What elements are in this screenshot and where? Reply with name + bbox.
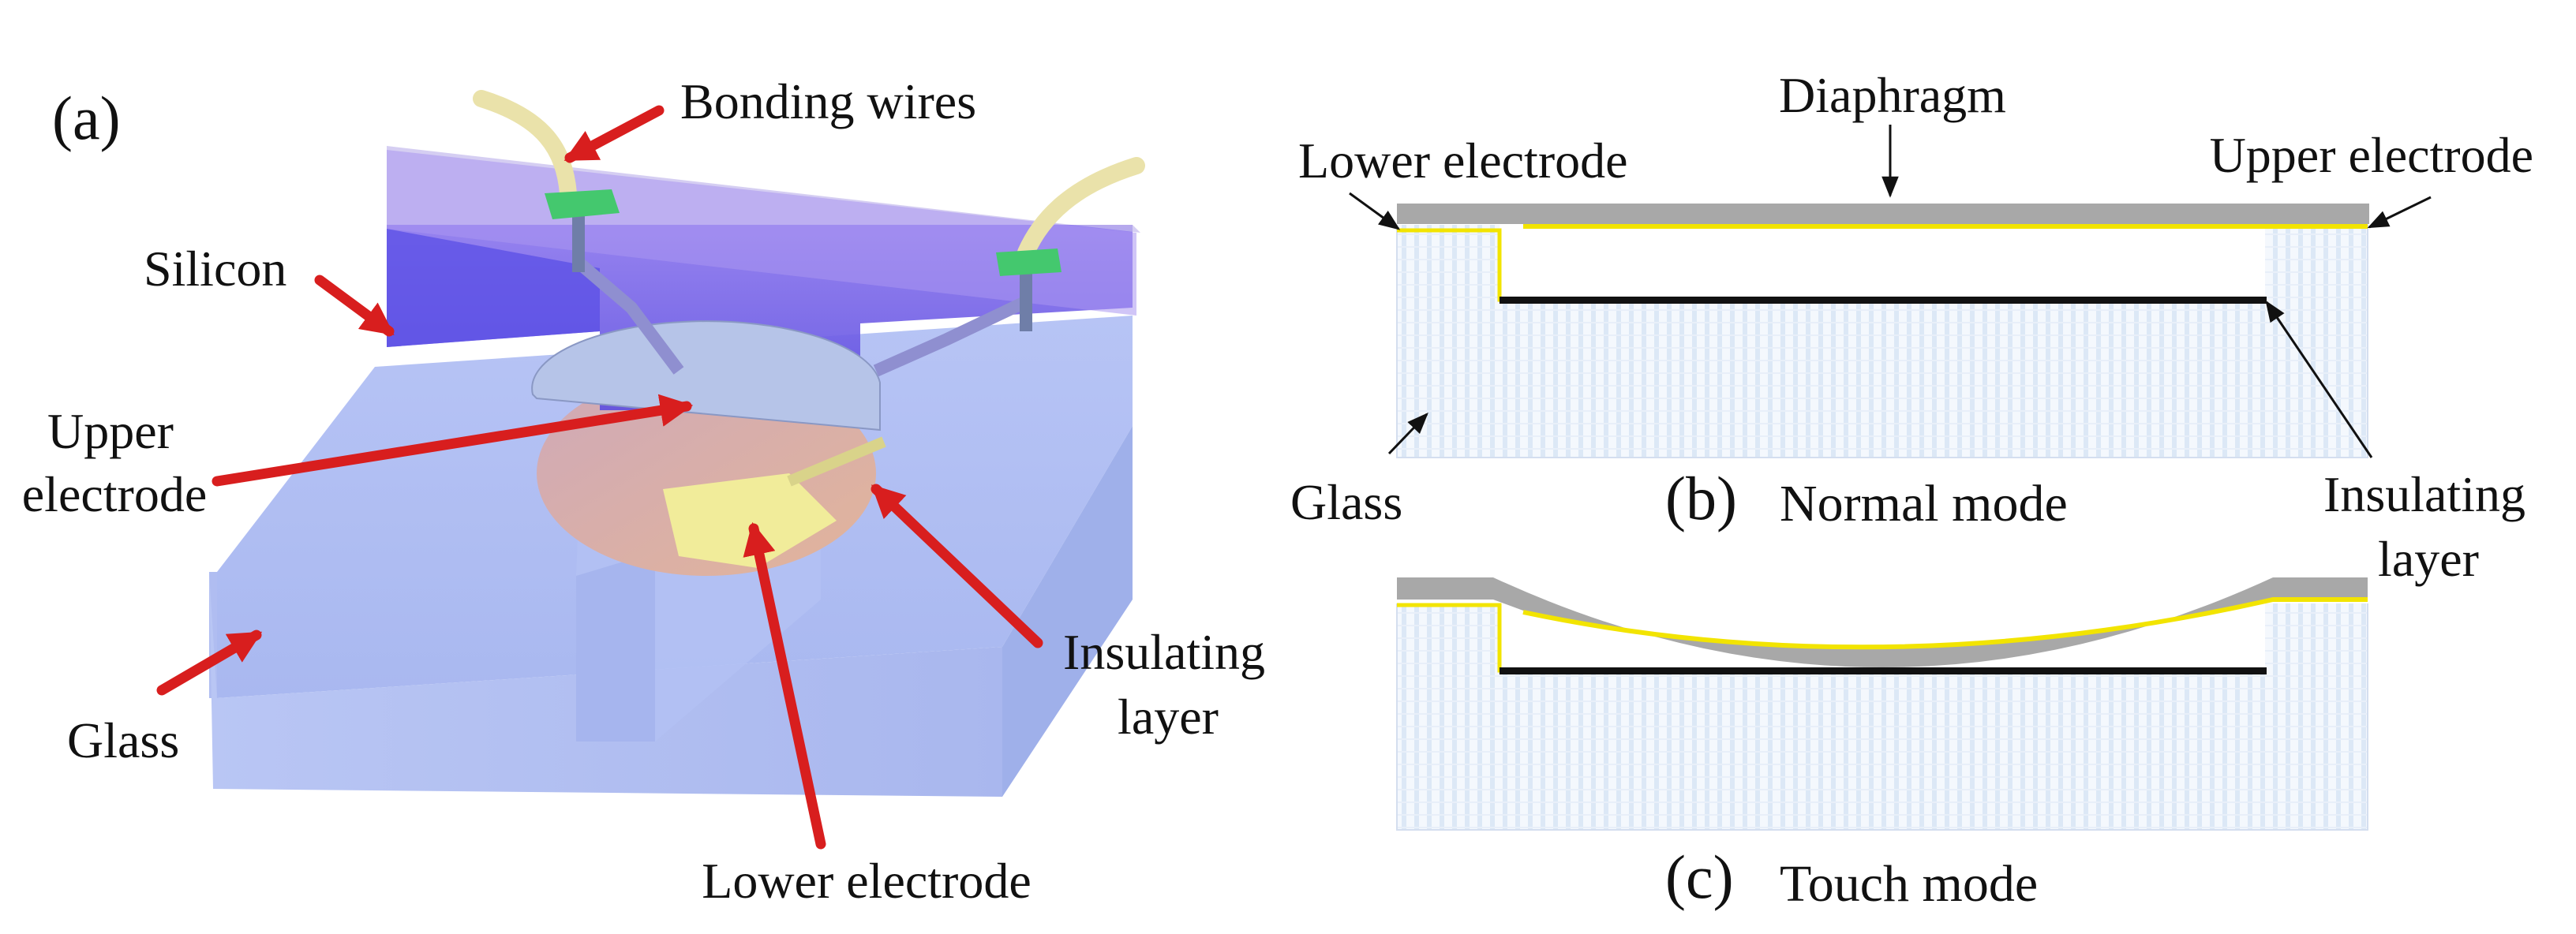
bonding-wire-left [473,90,577,202]
arrow-bonding-wires [564,105,665,163]
panel-a: (a) [22,73,1265,909]
arrow-upper-electrode-b [2367,196,2432,229]
glass-substrate-c-outline [1396,603,2368,831]
panel-a-arrows [156,105,1043,850]
bond-pad-right [996,248,1061,276]
panel-b: Diaphragm Lower electrode Upper electrod… [1290,67,2533,587]
panel-a-tag: (a) [52,84,121,152]
glass-channel-floor [576,552,655,742]
label-upper-electrode-line2: electrode [22,466,208,522]
arrow-glass [156,630,263,696]
label-insulating-b-line2: layer [2378,531,2479,587]
arrow-insulating [871,484,1043,648]
glass-substrate-b [1397,225,2368,458]
label-glass-b: Glass [1290,474,1402,530]
upper-electrode-trace-2 [873,293,1033,377]
label-glass-a: Glass [67,712,179,768]
upper-electrode-c [1522,597,2368,650]
panel-c-tag: (c) [1665,842,1734,911]
panel-b-caption: Normal mode [1780,475,2068,532]
upper-electrode-trace [571,255,684,375]
diaphragm-disc [531,320,881,432]
panel-c-caption: Touch mode [1780,855,2038,913]
label-silicon: Silicon [144,241,286,297]
lower-electrode-trace [787,436,886,487]
silicon-front-face [387,229,600,347]
label-bonding-wires: Bonding wires [680,73,976,129]
diaphragm-b [1397,204,2369,224]
glass-right-face [1002,426,1133,797]
label-upper-electrode-b: Upper electrode [2210,127,2533,183]
panel-c: (c) Touch mode [1396,577,2368,913]
insulating-layer-b [1500,297,2267,304]
label-lower-electrode-a: Lower electrode [702,853,1032,909]
bonding-wires [473,90,1145,331]
diaphragm-c [1397,577,2368,667]
glass-substrate-c [1397,603,2368,830]
arrow-lower-electrode [743,521,826,850]
lower-electrode-pad [663,473,837,568]
label-diaphragm: Diaphragm [1779,67,2006,123]
label-lower-electrode-b: Lower electrode [1298,133,1628,189]
panel-b-arrows [1349,125,2432,458]
label-upper-electrode-line1: Upper [47,403,174,459]
bond-pad-left [545,189,620,219]
glass-substrate-b-outline [1396,225,2368,458]
bonding-wire-right [1017,157,1145,261]
arrow-lower-electrode-b [1349,192,1401,230]
arrow-insulating-b [2265,300,2373,458]
label-insulating-a-line2: layer [1118,689,1219,745]
label-insulating-b-line1: Insulating [2323,466,2525,522]
arrow-glass-b [1387,413,1428,455]
arrow-upper-electrode [212,394,694,487]
arrow-silicon [314,275,395,337]
panel-b-tag: (b) [1665,464,1737,532]
label-insulating-a-line1: Insulating [1063,624,1265,680]
lower-electrode-b [1397,228,2265,302]
insulating-layer-c [1500,667,2267,674]
